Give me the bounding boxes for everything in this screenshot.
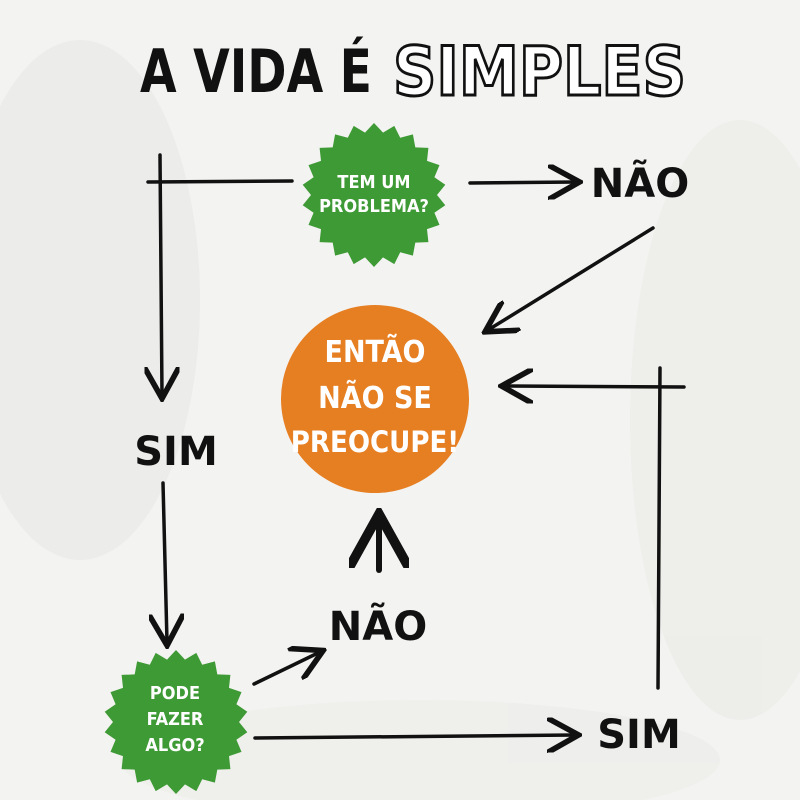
title: A VIDA É SIMPLES (140, 32, 688, 114)
conclusion-line2: NÃO SE (318, 379, 432, 416)
arrow-canmake-to-sim (253, 735, 575, 738)
title-part1: A VIDA É (140, 35, 372, 107)
conclusion-node: ENTÃO NÃO SE PREOCUPE! (281, 305, 469, 493)
arrow-nao-to-conclusion (488, 226, 655, 330)
connector-problem-to-left (146, 179, 294, 184)
orange-circle (281, 305, 469, 493)
label-no-bottom: NÃO (329, 601, 427, 650)
arrow-right-to-conclusion (505, 386, 686, 387)
problem-line1: TEM UM (337, 172, 410, 193)
decision-node-can-do: PODE FAZER ALGO? (104, 650, 248, 794)
connector-right-vertical (656, 366, 662, 690)
green-badge-shape (104, 650, 248, 794)
problem-line2: PROBLEMA? (319, 196, 429, 217)
label-yes-left: SIM (134, 429, 218, 475)
arrow-sim-down-to-canmake (163, 481, 167, 642)
label-no-top: NÃO (591, 158, 689, 207)
conclusion-line3: PREOCUPE! (291, 425, 459, 459)
green-badge-shape (302, 123, 446, 267)
can-do-line3: ALGO? (145, 735, 204, 756)
title-part2: SIMPLES (393, 33, 686, 112)
conclusion-line1: ENTÃO (325, 333, 426, 370)
answer-labels: NÃO SIM NÃO SIM (134, 158, 689, 758)
label-yes-right: SIM (597, 712, 681, 758)
arrow-problem-to-nao (468, 182, 576, 183)
connectors (146, 153, 686, 738)
can-do-line1: PODE (150, 683, 200, 704)
arrow-canmake-to-nao (252, 652, 320, 686)
arrow-left-down-to-sim (160, 153, 162, 395)
can-do-line2: FAZER (147, 709, 204, 730)
decision-node-problem: TEM UM PROBLEMA? (302, 123, 446, 267)
